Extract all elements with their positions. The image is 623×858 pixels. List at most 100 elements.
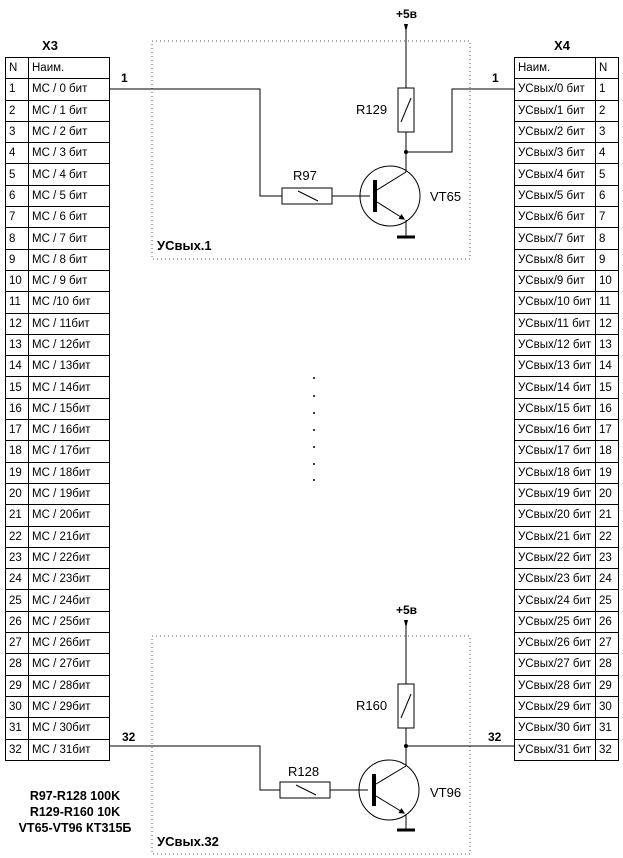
- transistor-label-top: VT65: [430, 189, 461, 204]
- signal-name: МС / 6 бит: [28, 206, 110, 229]
- base-resistor-label-top: R97: [293, 168, 317, 183]
- block-label-top: УСвых.1: [157, 238, 212, 253]
- signal-name: МС / 22бит: [28, 546, 110, 570]
- base-resistor-top: [281, 187, 333, 205]
- signal-name: МС / 18бит: [28, 461, 110, 484]
- pin-number: 1: [595, 78, 619, 101]
- signal-name: УСвых/24 бит: [514, 589, 596, 612]
- block-outline-top: [151, 40, 471, 260]
- signal-name: УСвых/30 бит: [514, 717, 596, 740]
- supply-label-top: +5в: [396, 7, 417, 21]
- pin-number: 6: [595, 184, 619, 208]
- pin-number: 25: [5, 589, 29, 612]
- signal-name: УСвых/9 бит: [514, 269, 596, 293]
- pin-number: 26: [595, 610, 619, 634]
- block-label-bottom: УСвых.32: [157, 834, 219, 849]
- pin-number: 19: [5, 461, 29, 484]
- signal-name: УСвых/13 бит: [514, 355, 596, 378]
- pin-number: 29: [595, 674, 619, 697]
- signal-name: УСвых/22 бит: [514, 546, 596, 570]
- left-connector-title: X3: [42, 38, 58, 53]
- pin-number: 17: [595, 419, 619, 442]
- signal-name: МС / 12бит: [28, 333, 110, 357]
- stage-top: УСвых.1 +5в R129 1 1 R97: [109, 7, 514, 260]
- pullup-resistor-label-bottom: R160: [356, 698, 387, 713]
- stage-bottom: УСвых.32 +5в R160 32 32 R128: [109, 603, 514, 855]
- signal-name: МС /10 бит: [28, 291, 110, 314]
- pin-in-label-top: 1: [121, 71, 128, 85]
- signal-name: МС / 30бит: [28, 717, 110, 740]
- pin-number: 26: [5, 610, 29, 634]
- pin-number: 13: [595, 333, 619, 357]
- signal-name: МС / 14бит: [28, 376, 110, 399]
- pullup-resistor-bottom: [397, 683, 415, 729]
- block-outline-bottom: [151, 635, 471, 855]
- pin-number: 23: [5, 546, 29, 570]
- signal-name: УСвых/2 бит: [514, 120, 596, 144]
- pin-out-label-top: 1: [492, 71, 499, 85]
- signal-name: МС / 1 бит: [28, 99, 110, 122]
- pin-number: 24: [595, 568, 619, 591]
- pin-number: 27: [5, 632, 29, 655]
- header-name: Наим.: [28, 56, 110, 80]
- legend-line: R129-R160 10K: [29, 805, 121, 819]
- base-resistor-label-bottom: R128: [288, 764, 319, 779]
- signal-name: МС / 28бит: [28, 674, 110, 697]
- pin-number: 28: [595, 653, 619, 676]
- pin-number: 32: [595, 738, 619, 761]
- signal-name: МС / 27бит: [28, 653, 110, 676]
- pin-out-label-bottom: 32: [488, 730, 502, 744]
- pin-number: 14: [595, 355, 619, 378]
- signal-name: МС / 29бит: [28, 695, 110, 719]
- legend-line: R97-R128 100K: [29, 789, 121, 803]
- base-resistor-bottom: [279, 781, 331, 799]
- pin-number: 12: [595, 312, 619, 335]
- signal-name: МС / 19бит: [28, 482, 110, 506]
- pin-in-label-bottom: 32: [122, 730, 136, 744]
- signal-name: УСвых/19 бит: [514, 482, 596, 506]
- transistor-label-bottom: VT96: [430, 785, 461, 800]
- pin-number: 3: [595, 120, 619, 144]
- header-n: N: [595, 56, 619, 80]
- signal-name: МС / 31бит: [28, 738, 110, 761]
- signal-name: МС / 2 бит: [28, 120, 110, 144]
- signal-name: МС / 8 бит: [28, 248, 110, 271]
- pin-number: 15: [595, 376, 619, 399]
- signal-name: МС / 23бит: [28, 568, 110, 591]
- signal-name: УСвых/16 бит: [514, 419, 596, 442]
- signal-name: МС / 25бит: [28, 610, 110, 634]
- signal-name: УСвых/18 бит: [514, 461, 596, 484]
